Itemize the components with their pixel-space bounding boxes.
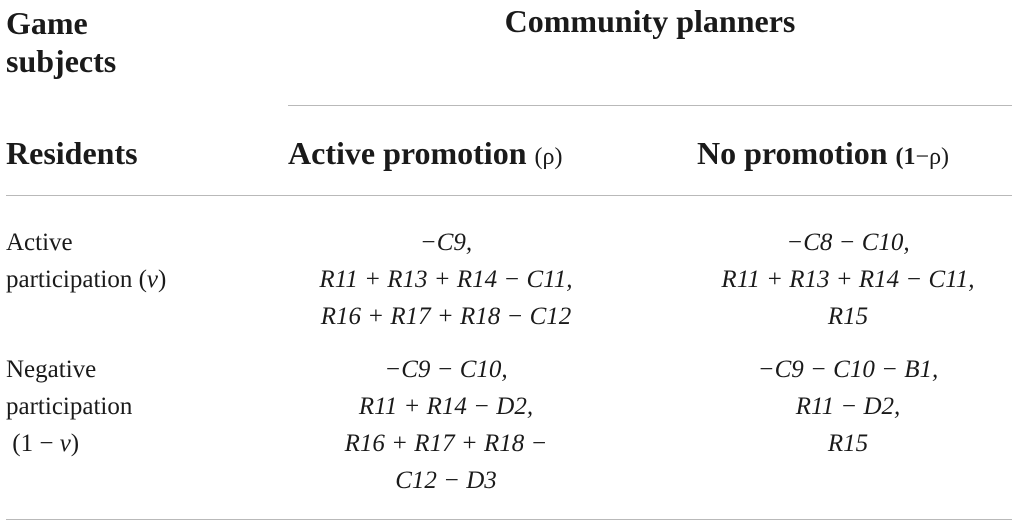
row-label-line: Negative (6, 356, 97, 383)
table-row-label: Negative participation (1 − v) (6, 351, 132, 462)
row-label-text: participation ( (6, 266, 147, 293)
payoff-line: −C9 − C10 − B1, (757, 356, 939, 383)
payoff-line: −C9 − C10, (384, 356, 508, 383)
row-label-variable: v (146, 266, 159, 293)
table-row-label: Active participation (v) (6, 224, 166, 298)
payoff-line: R11 − D2, (795, 393, 901, 420)
row-label-text: (1 − (6, 430, 60, 457)
row-label-line: participation (6, 393, 133, 420)
table-cell-payoff: −C8 − C10, R11 + R13 + R14 − C11, R15 (660, 224, 1017, 335)
table-cell-payoff: −C9, R11 + R13 + R14 − C11, R16 + R17 + … (230, 224, 662, 335)
payoff-line: −C8 − C10, (786, 229, 910, 256)
row-label-close: ) (70, 430, 80, 457)
group-header-rule (288, 105, 1012, 106)
corner-header-line-1: Game (6, 5, 88, 41)
payoff-line: R11 + R14 − D2, (358, 393, 534, 420)
group-header-community-planners: Community planners (504, 3, 796, 39)
payoff-line: R16 + R17 + R18 − C12 (320, 303, 572, 330)
row-label-line: (1 − v) (6, 425, 132, 462)
payoff-line: C12 − D3 (395, 467, 497, 494)
row-group-header-residents: Residents (6, 135, 138, 171)
column-header-label: Active promotion (288, 135, 527, 171)
table-cell-payoff: −C9 − C10 − B1, R11 − D2, R15 (660, 351, 1017, 462)
column-header-label: No promotion (697, 135, 888, 171)
column-header-param-bold: (1 (895, 144, 916, 170)
table-bottom-rule (6, 519, 1012, 520)
column-header-no-promotion: No promotion (1−ρ) (697, 134, 949, 176)
column-header-active-promotion: Active promotion (ρ) (288, 134, 562, 176)
payoff-line: R15 (827, 303, 869, 330)
header-bottom-rule (6, 195, 1012, 196)
row-label-line: participation (v) (6, 261, 166, 298)
payoff-line: R15 (827, 430, 869, 457)
payoff-line: −C9, (419, 229, 473, 256)
row-label-line: Active (6, 229, 73, 256)
column-header-param: (1−ρ) (896, 144, 950, 170)
column-header-param-rest: −ρ) (915, 144, 950, 170)
row-label-variable: v (59, 430, 71, 457)
table-cell-payoff: −C9 − C10, R11 + R14 − D2, R16 + R17 + R… (230, 351, 662, 499)
payoff-line: R11 + R13 + R14 − C11, (721, 266, 975, 293)
payoff-line: R11 + R13 + R14 − C11, (319, 266, 573, 293)
row-label-close: ) (158, 266, 167, 293)
payoff-line: R16 + R17 + R18 − (344, 430, 548, 457)
column-header-param: (ρ) (534, 144, 563, 170)
corner-header: Game subjects (6, 4, 116, 80)
corner-header-line-2: subjects (6, 43, 117, 79)
